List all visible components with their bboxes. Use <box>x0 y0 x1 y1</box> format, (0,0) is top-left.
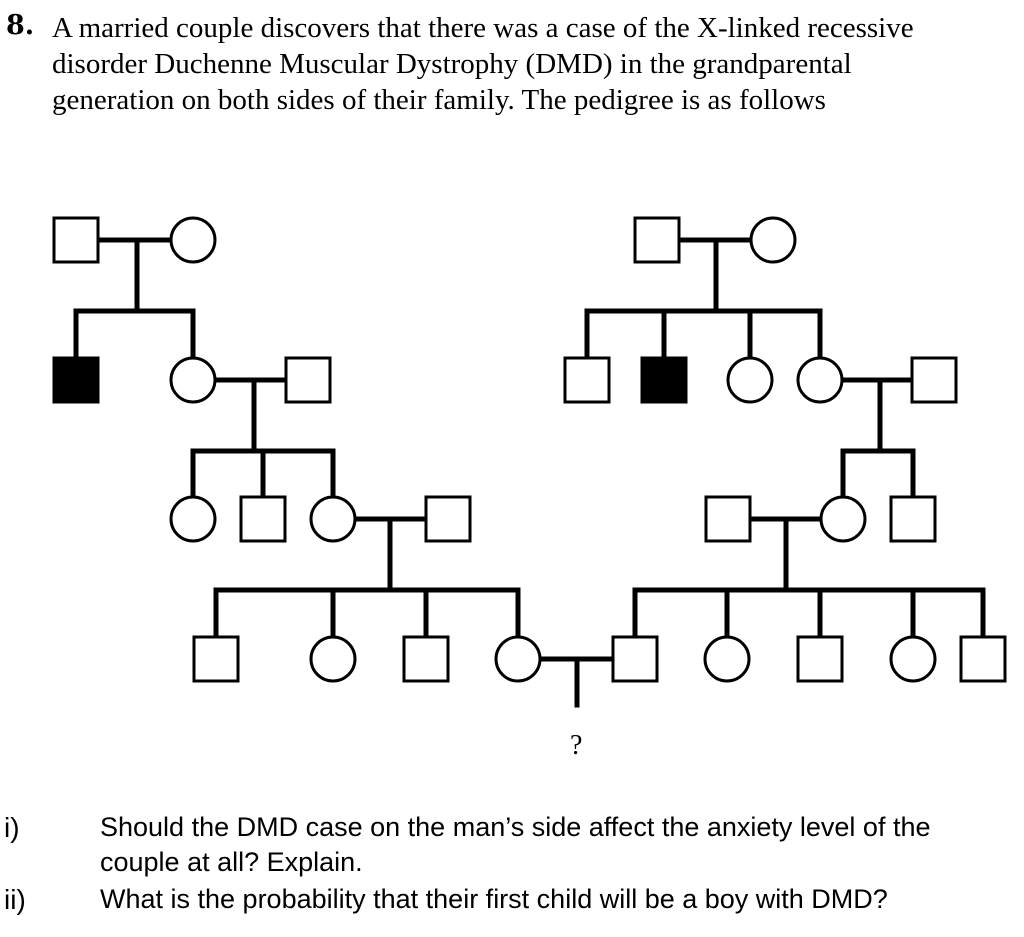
female-unaffected <box>169 216 217 264</box>
female-unaffected <box>889 635 937 683</box>
male-unaffected <box>192 635 240 683</box>
male-unaffected <box>424 495 472 543</box>
male-affected <box>640 356 688 404</box>
male-affected <box>52 356 100 404</box>
subquestion-1-line-2: couple at all? Explain. <box>100 847 363 877</box>
male-unaffected <box>796 635 844 683</box>
subquestion-2-line-1: What is the probability that their first… <box>100 884 888 914</box>
pedigree-lines <box>73 237 986 708</box>
unknown-child-label: ? <box>570 730 583 761</box>
male-unaffected <box>52 216 100 264</box>
subquestion-1-line-1: Should the DMD case on the man’s side af… <box>100 812 931 842</box>
male-unaffected <box>959 635 1007 683</box>
question-line-3: generation on both sides of their family… <box>52 84 826 116</box>
male-unaffected <box>704 495 752 543</box>
female-unaffected <box>796 356 844 404</box>
female-unaffected <box>749 216 797 264</box>
female-unaffected <box>169 495 217 543</box>
female-unaffected <box>819 495 867 543</box>
subquestion-1-label: i) <box>4 812 20 843</box>
female-unaffected <box>309 495 357 543</box>
male-unaffected <box>889 495 937 543</box>
husband <box>611 635 659 683</box>
pedigree-individuals <box>52 216 1007 683</box>
male-unaffected <box>284 356 332 404</box>
male-unaffected <box>910 356 958 404</box>
question-line-2: disorder Duchenne Muscular Dystrophy (DM… <box>52 48 852 80</box>
female-unaffected <box>309 635 357 683</box>
female-unaffected <box>703 635 751 683</box>
subquestion-2-label: ii) <box>4 884 26 915</box>
question-line-1: A married couple discovers that there wa… <box>52 12 914 44</box>
female-unaffected <box>726 356 774 404</box>
female-unaffected <box>169 356 217 404</box>
question-number: 8. <box>6 10 35 41</box>
male-unaffected <box>402 635 450 683</box>
male-unaffected <box>563 356 611 404</box>
wife <box>494 635 542 683</box>
male-unaffected <box>239 495 287 543</box>
male-unaffected <box>633 216 681 264</box>
